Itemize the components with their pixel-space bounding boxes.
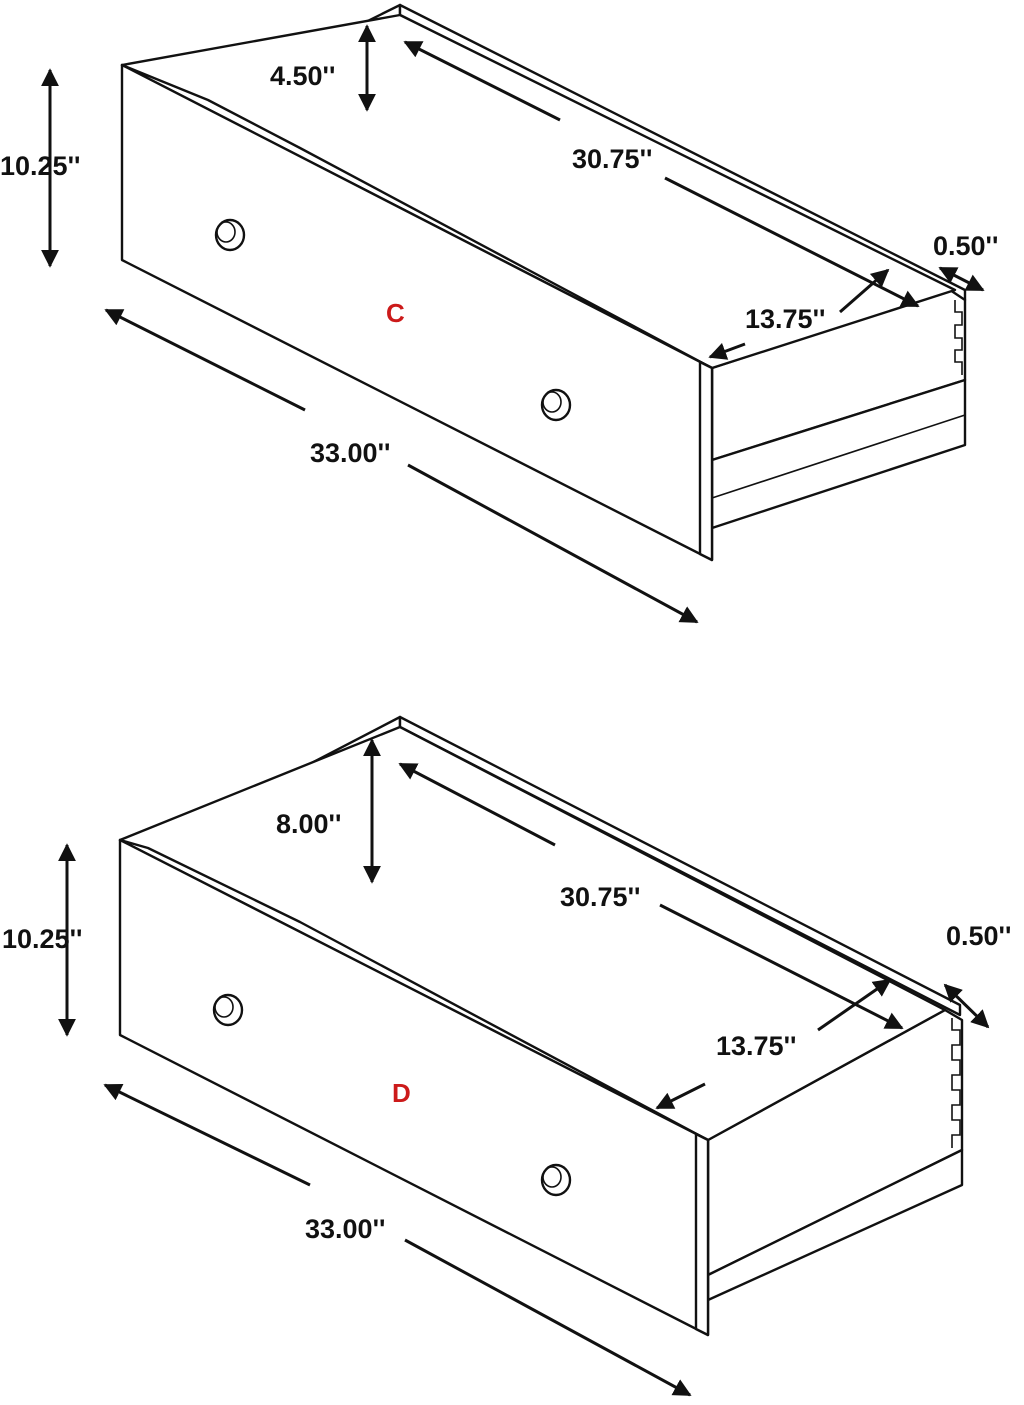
drawer-d-height-label: 10.25'' xyxy=(2,924,82,954)
drawer-d-width-arrow-a xyxy=(655,1082,706,1110)
drawer-c-depth-label: 4.50'' xyxy=(270,61,335,91)
drawer-c-knob-left-ring xyxy=(216,221,236,243)
drawer-c-thickness-arrow xyxy=(938,266,985,292)
drawer-c-width-arrow-a xyxy=(708,342,746,360)
drawer-d-knob-right-ring xyxy=(542,1166,562,1188)
drawer-c-height-label: 10.25'' xyxy=(0,151,80,181)
drawer-c: 10.25'' 4.50'' 30.75'' 0.50'' 13.75'' 33… xyxy=(0,3,998,624)
drawer-c-length-arrow-b xyxy=(407,463,699,624)
drawer-d-length-label: 33.00'' xyxy=(305,1214,385,1244)
drawer-c-thickness-label: 0.50'' xyxy=(933,231,998,261)
drawer-d-length-arrow-b xyxy=(404,1238,692,1397)
drawer-d-interior-length-arrow-b xyxy=(659,903,904,1030)
drawer-d-tag: D xyxy=(392,1078,411,1108)
drawer-c-tag: C xyxy=(386,298,405,328)
drawer-d-knob-right-icon xyxy=(540,1163,572,1197)
drawer-d-front-edge xyxy=(694,1132,710,1337)
drawer-d-interior-length-arrow-a xyxy=(398,762,556,847)
drawer-c-width-label: 13.75'' xyxy=(745,304,825,334)
drawer-d-dovetail xyxy=(951,1018,961,1148)
drawer-c-knob-left-icon xyxy=(214,218,246,252)
drawer-d-knob-left-icon xyxy=(212,993,244,1027)
drawer-c-knob-right-ring xyxy=(542,391,562,413)
drawer-c-interior-length-arrow-a xyxy=(403,40,561,122)
drawer-c-dovetail xyxy=(954,300,963,375)
drawer-c-width-arrow-b xyxy=(839,268,890,314)
drawer-d-width-label: 13.75'' xyxy=(716,1031,796,1061)
drawer-c-front-edge xyxy=(698,360,714,562)
drawer-d-knob-left-ring xyxy=(214,996,234,1018)
drawer-d-thickness-arrow xyxy=(943,983,990,1029)
drawer-c-knob-right-icon xyxy=(540,388,572,422)
drawer-d-width-arrow-b xyxy=(817,978,892,1032)
drawer-d-length-arrow-a xyxy=(103,1083,311,1187)
drawer-c-interior-length-label: 30.75'' xyxy=(572,144,652,174)
drawer-d: 10.25'' 8.00'' 30.75'' 0.50'' 13.75'' 33… xyxy=(2,715,1011,1397)
drawer-d-thickness-label: 0.50'' xyxy=(946,921,1011,951)
drawer-d-rail-line xyxy=(707,1149,963,1276)
drawer-c-length-label: 33.00'' xyxy=(310,438,390,468)
drawer-d-depth-label: 8.00'' xyxy=(276,809,341,839)
drawer-c-rail-line xyxy=(711,414,966,499)
drawer-d-interior-length-label: 30.75'' xyxy=(560,882,640,912)
drawer-c-length-arrow-a xyxy=(104,308,306,412)
